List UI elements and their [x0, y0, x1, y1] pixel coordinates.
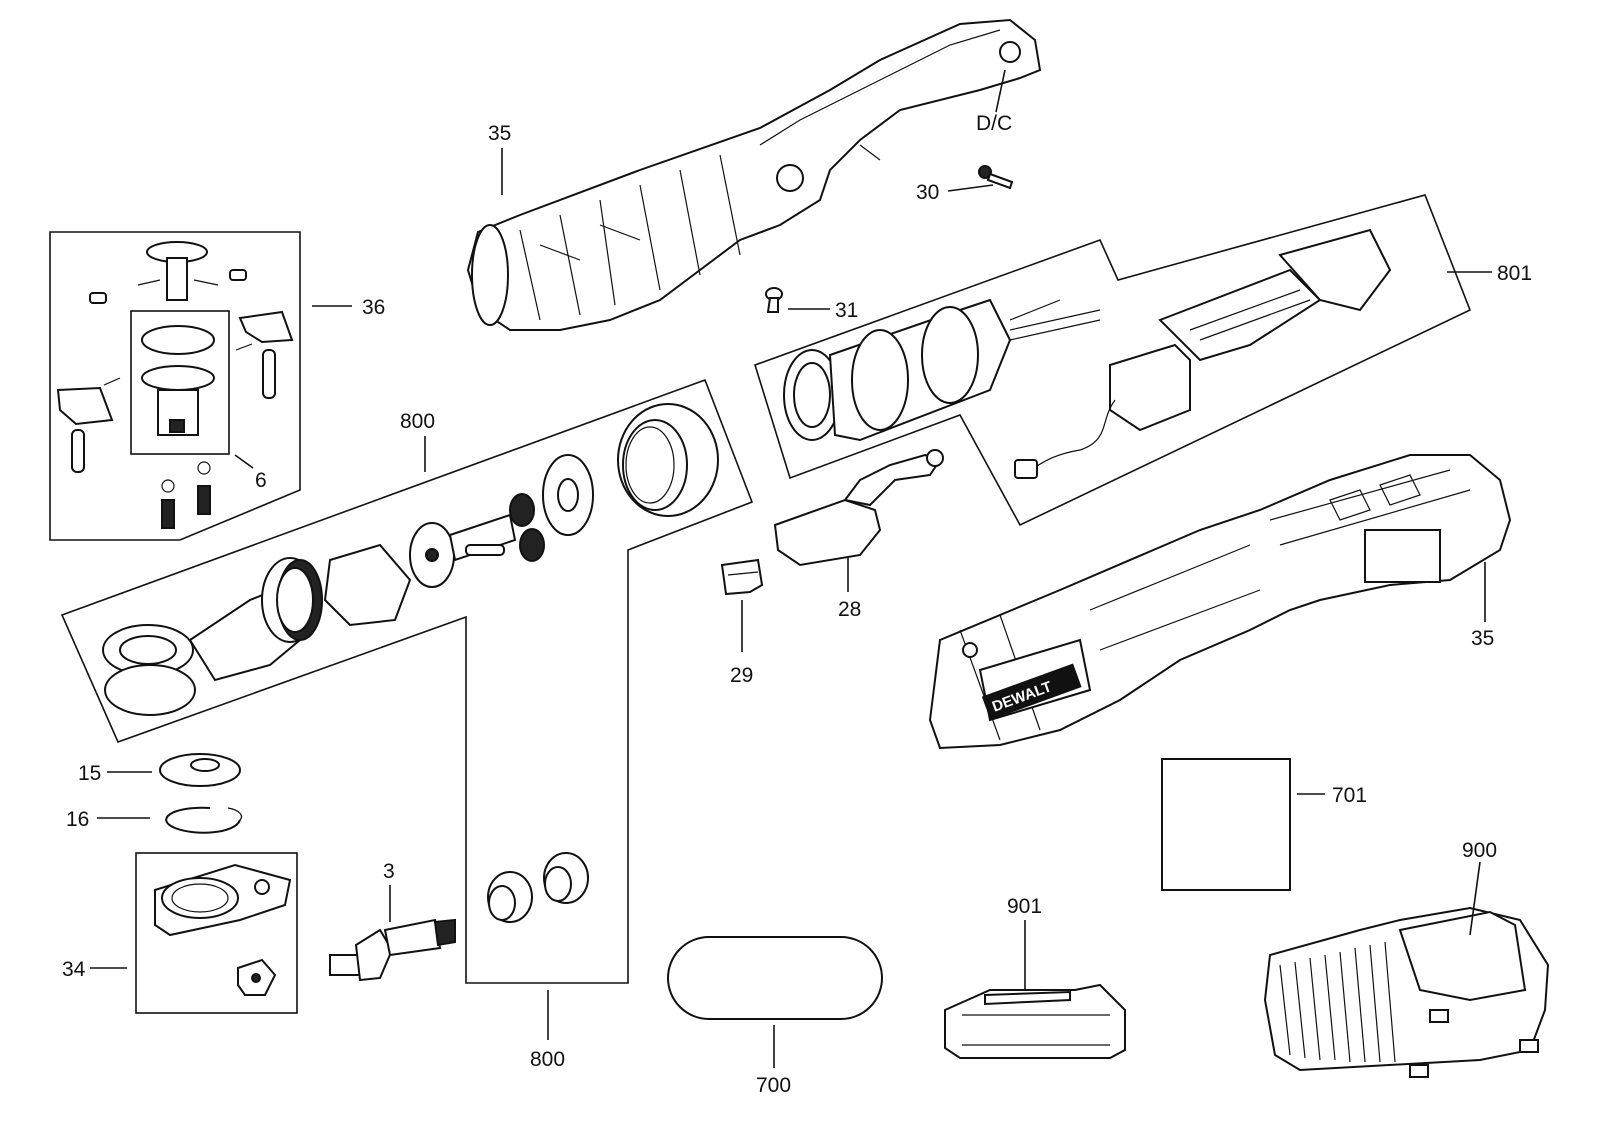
- callout-900: 900: [1462, 839, 1497, 862]
- callout-35-right: 35: [1471, 627, 1494, 650]
- retaining-ring-part-16: [165, 806, 243, 834]
- callout-dc: D/C: [976, 112, 1012, 135]
- trigger-part-28: [773, 449, 944, 567]
- callout-701: 701: [1332, 784, 1367, 807]
- leader-lines: [90, 69, 1492, 1068]
- callout-6: 6: [255, 469, 267, 492]
- housing-half-top-part: [466, 18, 1042, 331]
- battery-part-901: [944, 983, 1126, 1059]
- callout-29: 29: [730, 664, 753, 687]
- box-800-assembly: [60, 378, 754, 984]
- spindle-part-3: [329, 918, 456, 982]
- switch-part-29: [720, 558, 764, 596]
- manual-shape-701: [1161, 758, 1291, 891]
- callout-28: 28: [838, 598, 861, 621]
- box-34-assembly: [135, 852, 298, 1014]
- label-shape-700: [667, 936, 883, 1020]
- box-801-assembly: [754, 194, 1472, 527]
- callout-36: 36: [362, 296, 385, 319]
- callout-15: 15: [78, 762, 101, 785]
- pin-part-31: [765, 287, 783, 313]
- callout-31: 31: [835, 299, 858, 322]
- callout-700: 700: [756, 1074, 791, 1097]
- callout-801: 801: [1497, 262, 1532, 285]
- screw-part-30: [978, 165, 1014, 190]
- callout-34: 34: [62, 958, 86, 981]
- washer-part-15: [159, 753, 241, 787]
- box-36-assembly: [49, 231, 301, 541]
- callout-35-top: 35: [488, 122, 511, 145]
- callout-30: 30: [916, 181, 939, 204]
- callout-16: 16: [66, 808, 89, 831]
- callout-800-bottom: 800: [530, 1048, 565, 1071]
- callout-labels: 35 D/C 30 31 801 36 6 800 28 29 35 15 16…: [62, 112, 1532, 1097]
- callout-901: 901: [1007, 895, 1042, 918]
- callout-800-top: 800: [400, 410, 435, 433]
- charger-part-900: [1263, 906, 1550, 1078]
- callout-3: 3: [383, 860, 395, 883]
